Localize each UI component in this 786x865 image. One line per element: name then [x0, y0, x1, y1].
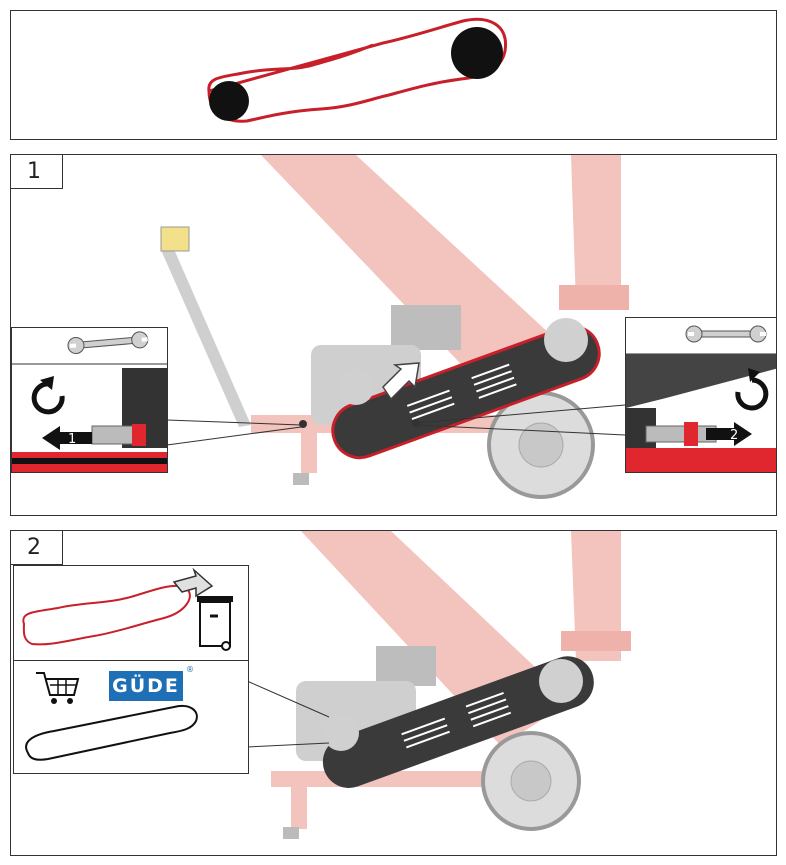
left-bolt-detail-inset: 1	[11, 327, 168, 473]
worn-belt-illustration	[207, 17, 507, 123]
step-2-number: 2	[11, 531, 63, 565]
rotate-clockwise-icon	[735, 368, 769, 411]
small-pulley-icon	[209, 81, 249, 121]
rotate-counterclockwise-icon	[31, 376, 65, 415]
brand-logo: GÜDE	[109, 671, 183, 701]
discard-arrow	[172, 567, 214, 598]
pull-left-arrow: 1	[42, 426, 92, 450]
step-1-panel: 1	[10, 154, 777, 516]
worn-belt-panel	[10, 10, 777, 140]
arrow-2-number: 2	[730, 428, 738, 443]
arrow-1-number: 1	[68, 432, 76, 447]
wrench-icon	[685, 325, 767, 343]
registered-mark: ®	[186, 665, 194, 674]
push-right-arrow: 2	[706, 422, 752, 446]
tension-direction-arrow	[382, 362, 420, 401]
step-2-panel: 2	[10, 530, 777, 856]
machine-illustration-step-2	[246, 531, 631, 839]
large-pulley-icon	[451, 27, 503, 79]
wrench-icon	[67, 331, 149, 354]
step-1-number: 1	[11, 155, 63, 189]
right-bolt-detail-inset: 2	[625, 317, 776, 473]
new-belt-outline	[25, 705, 198, 761]
trash-bin-icon	[197, 596, 233, 651]
dispose-old-belt-inset	[13, 565, 249, 661]
new-belt-inset: GÜDE ®	[13, 660, 249, 774]
old-belt-outline	[22, 584, 191, 646]
worn-belt-outline	[207, 17, 507, 123]
machine-illustration-step-1	[160, 155, 629, 499]
shopping-cart-icon	[36, 672, 80, 704]
